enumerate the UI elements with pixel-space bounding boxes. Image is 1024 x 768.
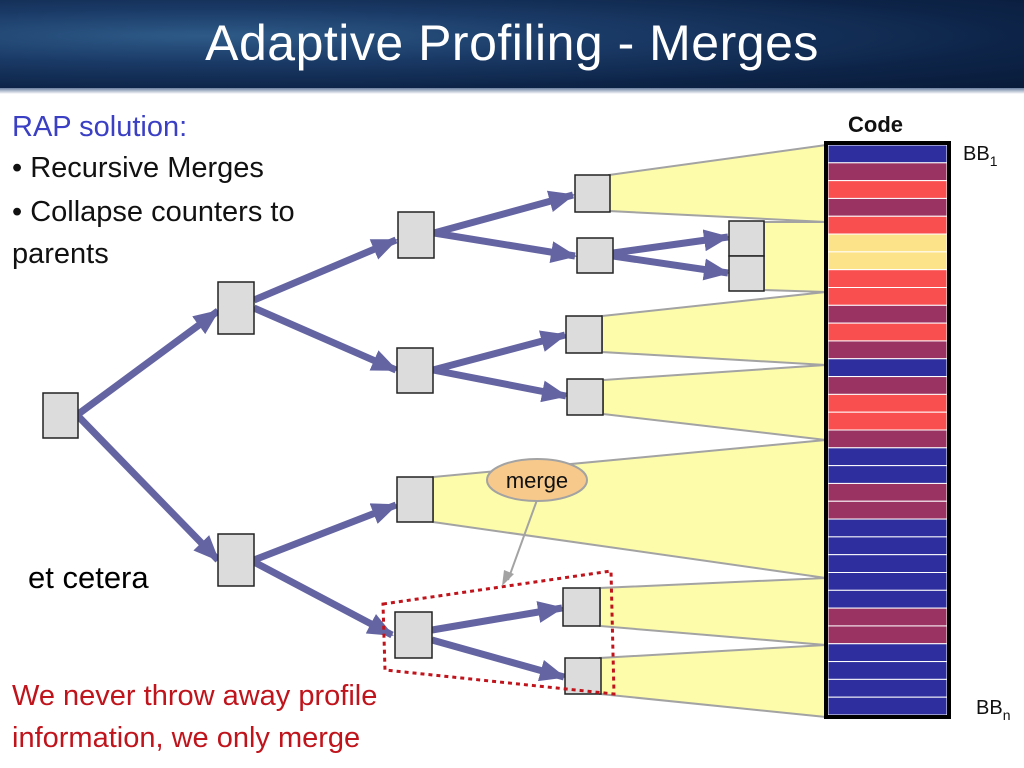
arrow-c-to-leaf-2	[433, 229, 577, 263]
code-stripe	[827, 393, 948, 413]
code-stripe	[827, 643, 948, 663]
code-stripe	[827, 536, 948, 556]
bb-last-label: BBn	[976, 697, 1011, 723]
code-stripe	[827, 572, 948, 591]
code-stripe	[827, 233, 948, 253]
arrow-b-to-merged	[252, 501, 398, 564]
footer-line-1: We never throw away profile	[12, 680, 378, 712]
code-stripe	[827, 215, 948, 235]
merge-region-dotted-box	[381, 569, 616, 696]
arrow-a-to-d	[252, 304, 398, 374]
tree-arrows	[74, 190, 730, 682]
tree-nodes	[42, 174, 765, 695]
bullet-collapse-counters-continued: parents	[12, 238, 109, 270]
arrow-root-to-b	[74, 412, 221, 563]
code-stripe	[827, 304, 948, 324]
bullet-recursive-merges: • Recursive Merges	[12, 152, 264, 184]
bb-last-base: BB	[976, 697, 1003, 719]
code-stripe	[827, 144, 948, 164]
node-leaf-3b	[728, 255, 765, 292]
bb-first-label: BB1	[963, 143, 998, 169]
bb-last-subscript: n	[1002, 707, 1011, 723]
profile-fans	[432, 143, 827, 719]
code-stripe	[827, 589, 948, 609]
code-stripe	[827, 661, 948, 680]
code-stripe	[827, 376, 948, 395]
node-root	[42, 392, 79, 439]
arrow-leaf-2-to-leaf-3a	[612, 229, 730, 257]
arrow-f-to-leaf-6	[431, 601, 564, 634]
bb-first-subscript: 1	[989, 153, 998, 169]
code-stripe	[827, 465, 948, 484]
arrow-leaf-2-to-leaf-3b	[612, 252, 730, 281]
fan-leaf-7	[599, 643, 827, 719]
merge-pointer-line	[507, 499, 538, 581]
arrow-d-to-leaf-4	[432, 330, 567, 374]
code-column-border	[824, 141, 951, 719]
node-leaf-5	[566, 378, 604, 416]
code-column	[827, 144, 948, 716]
arrow-f-to-leaf-7	[431, 636, 566, 682]
arrow-a-to-c	[252, 236, 398, 304]
node-a	[217, 281, 255, 335]
et-cetera-label: et cetera	[28, 560, 149, 595]
node-leaf-2	[576, 237, 614, 274]
code-stripe	[827, 607, 948, 627]
node-b	[217, 533, 255, 587]
title-banner	[0, 0, 1024, 90]
node-leaf-4	[565, 315, 603, 354]
code-stripe	[827, 625, 948, 645]
node-leaf-3a	[728, 220, 765, 257]
merge-pointer-head	[502, 570, 514, 586]
code-stripe	[827, 287, 948, 306]
node-leaf-6	[562, 587, 601, 627]
node-leaf-7	[564, 657, 602, 695]
merge-bubble	[486, 458, 588, 502]
bb-first-base: BB	[963, 143, 990, 165]
node-merged	[396, 476, 434, 523]
title-banner-shadow	[0, 88, 1024, 94]
code-stripe	[827, 251, 948, 271]
node-leaf-1	[574, 174, 611, 213]
code-stripe	[827, 411, 948, 431]
slide-title: Adaptive Profiling - Merges	[205, 15, 819, 71]
code-stripe	[827, 518, 948, 538]
code-stripe	[827, 269, 948, 288]
code-stripe	[827, 482, 948, 502]
fan-leaf-6	[599, 576, 827, 647]
node-d	[396, 347, 434, 394]
code-stripe	[827, 554, 948, 573]
fan-leaf-4	[601, 290, 827, 367]
footer-line-2: information, we only merge	[12, 722, 361, 754]
arrow-root-to-a	[74, 308, 221, 418]
fan-merged-node	[432, 438, 827, 580]
code-stripe	[827, 429, 948, 449]
fan-leaf-5	[602, 363, 827, 442]
code-stripe	[827, 678, 948, 698]
code-stripe	[827, 197, 948, 217]
node-f	[394, 611, 433, 659]
code-stripe	[827, 322, 948, 342]
rap-solution-heading: RAP solution:	[12, 111, 188, 143]
bullet-collapse-counters: • Collapse counters to	[12, 196, 295, 228]
fan-leaf-1	[608, 143, 827, 224]
code-stripe	[827, 447, 948, 467]
code-stripe	[827, 180, 948, 199]
merge-label: merge	[506, 468, 568, 493]
code-column-label: Code	[848, 112, 903, 137]
fan-leaf-3	[763, 221, 827, 294]
arrow-b-to-f	[252, 558, 394, 639]
code-stripe	[827, 162, 948, 182]
code-stripe	[827, 340, 948, 360]
node-c	[397, 211, 435, 259]
code-stripe	[827, 358, 948, 378]
arrow-c-to-leaf-1	[433, 190, 575, 237]
arrow-d-to-leaf-5	[432, 366, 568, 403]
code-stripe	[827, 500, 948, 520]
code-stripe	[827, 696, 948, 716]
